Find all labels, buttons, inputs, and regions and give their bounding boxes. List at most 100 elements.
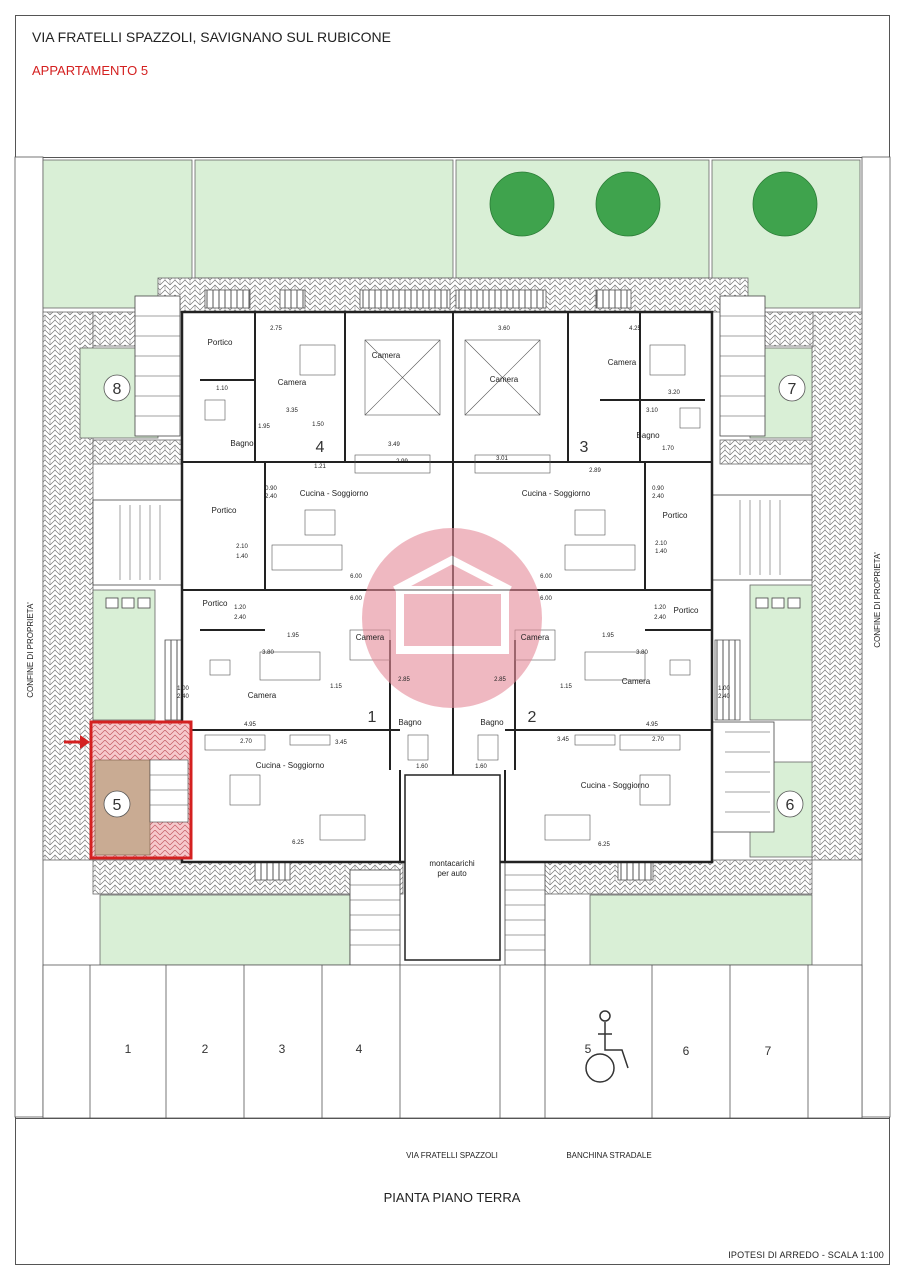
parking-space-7: 7 <box>765 1044 772 1058</box>
unit-1-label: 1 <box>368 709 377 726</box>
header-divider <box>15 157 890 158</box>
room-portico: Portico <box>674 606 699 615</box>
dim-label: 1.50 <box>312 422 324 428</box>
unit-4-label: 4 <box>316 439 325 456</box>
parking-space-4: 4 <box>356 1042 363 1056</box>
car-lift <box>404 774 501 961</box>
dim-label: 1.15 <box>330 684 342 690</box>
dim-label: 6.25 <box>292 840 304 846</box>
watermark-logo <box>362 528 542 708</box>
dim-label: 3.35 <box>286 408 298 414</box>
dim-label: 3.01 <box>496 456 508 462</box>
room-portico: Portico <box>208 338 233 347</box>
dim-label: 1.21 <box>314 464 326 470</box>
wheelchair-icon <box>585 1010 629 1083</box>
car-lift-label: montacarichi <box>429 859 475 868</box>
dim-label: 4.95 <box>244 722 256 728</box>
dim-label: 1.15 <box>560 684 572 690</box>
entrance-arrow-icon <box>64 735 90 749</box>
room-bagno: Bagno <box>636 431 660 440</box>
dim-label: 3.60 <box>498 326 510 332</box>
dim-label: 0.90 <box>265 486 277 492</box>
apartment-title: APPARTAMENTO 5 <box>32 63 149 78</box>
dim-label: 2.75 <box>270 326 282 332</box>
room-bagno: Bagno <box>480 718 504 727</box>
room-bagno: Bagno <box>230 439 254 448</box>
room-cucina-soggiorno: Cucina - Soggiorno <box>522 489 591 498</box>
dim-label: 1.95 <box>287 633 299 639</box>
unit-7-label: 7 <box>788 381 797 398</box>
dim-label: 2.40 <box>652 494 664 500</box>
dim-label: 1.95 <box>602 633 614 639</box>
dim-label: 2.85 <box>494 677 506 683</box>
parking-space-1: 1 <box>125 1042 132 1056</box>
property-boundary-label-right: CONFINE DI PROPRIETA' <box>873 552 882 648</box>
parking-space-3: 3 <box>279 1042 286 1056</box>
room-cucina-soggiorno: Cucina - Soggiorno <box>300 489 369 498</box>
paving <box>42 277 863 895</box>
dim-label: 3.45 <box>335 740 347 746</box>
street-name: VIA FRATELLI SPAZZOLI <box>406 1151 498 1160</box>
dim-label: 3.10 <box>646 408 658 414</box>
dim-label: 1.60 <box>475 764 487 770</box>
dim-label: 1.70 <box>662 446 674 452</box>
dim-label: 3.45 <box>557 737 569 743</box>
room-camera: Camera <box>622 677 651 686</box>
parking-space-2: 2 <box>202 1042 209 1056</box>
dim-label: 2.40 <box>265 494 277 500</box>
dim-label: 2.40 <box>718 694 730 700</box>
dim-label: 6.00 <box>540 596 552 602</box>
right-boundary-strip <box>861 156 891 1118</box>
unit-5-label: 5 <box>113 797 122 814</box>
dim-label: 3.20 <box>668 390 680 396</box>
parking-space-6: 6 <box>683 1044 690 1058</box>
dim-label: 2.85 <box>398 677 410 683</box>
room-camera: Camera <box>278 378 307 387</box>
dim-label: 3.80 <box>262 650 274 656</box>
dim-label: 6.00 <box>540 574 552 580</box>
room-camera: Camera <box>490 375 519 384</box>
room-camera: Camera <box>372 351 401 360</box>
unit-6-label: 6 <box>786 797 795 814</box>
dim-label: 6.00 <box>350 574 362 580</box>
dim-label: 1.40 <box>655 549 667 555</box>
dim-label: 3.80 <box>636 650 648 656</box>
room-camera: Camera <box>608 358 637 367</box>
dim-label: 2.89 <box>589 468 601 474</box>
dim-label: 2.40 <box>177 694 189 700</box>
room-cucina-soggiorno: Cucina - Soggiorno <box>581 781 650 790</box>
apartment-5-highlight <box>89 720 193 860</box>
dim-label: 3.49 <box>388 442 400 448</box>
dim-label: 1.00 <box>718 686 730 692</box>
room-camera: Camera <box>521 633 550 642</box>
dim-label: 1.10 <box>216 386 228 392</box>
dim-label: 2.99 <box>396 459 408 465</box>
room-portico: Portico <box>663 511 688 520</box>
unit-3-label: 3 <box>580 439 589 456</box>
verge-label: BANCHINA STRADALE <box>566 1151 651 1160</box>
dim-label: 2.10 <box>236 544 248 550</box>
dim-label: 6.00 <box>350 596 362 602</box>
room-cucina-soggiorno: Cucina - Soggiorno <box>256 761 325 770</box>
planter-boxes <box>105 597 801 609</box>
dim-label: 6.25 <box>598 842 610 848</box>
dim-label: 1.40 <box>236 554 248 560</box>
car-lift-label: per auto <box>437 869 467 878</box>
room-camera: Camera <box>356 633 385 642</box>
street-divider <box>15 1118 890 1119</box>
dim-label: 2.40 <box>654 615 666 621</box>
dim-label: 4.95 <box>646 722 658 728</box>
unit-markers <box>103 374 806 818</box>
dim-label: 2.40 <box>234 615 246 621</box>
room-camera: Camera <box>248 691 277 700</box>
dim-label: 1.20 <box>234 605 246 611</box>
left-boundary-strip <box>14 156 44 1118</box>
unit-2-label: 2 <box>528 709 537 726</box>
dim-label: 4.25 <box>629 326 641 332</box>
window-grates <box>164 289 741 881</box>
plan-title: PIANTA PIANO TERRA <box>383 1190 521 1205</box>
stair-treads <box>119 315 781 951</box>
room-portico: Portico <box>203 599 228 608</box>
stairs <box>92 295 813 966</box>
